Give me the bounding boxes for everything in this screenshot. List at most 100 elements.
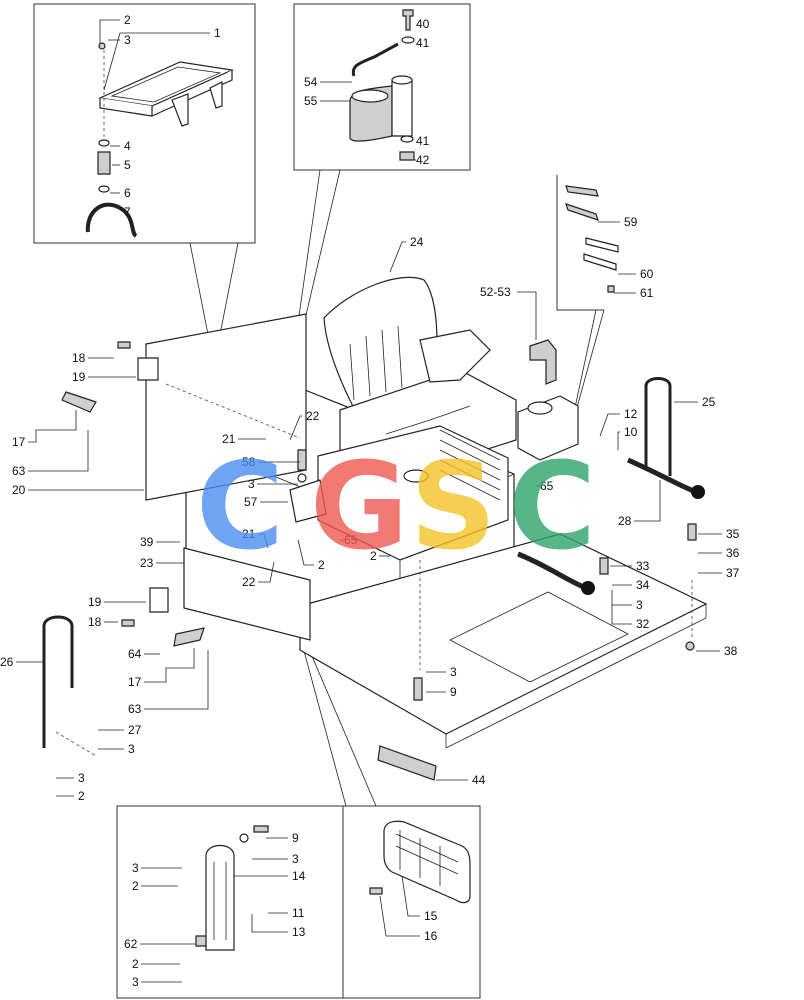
cover-15	[383, 820, 471, 904]
spring-54	[351, 42, 399, 77]
leader-c5253	[517, 291, 537, 340]
callout-c21a: 21	[222, 432, 236, 446]
callout-c57: 57	[244, 495, 258, 509]
washer-41-bottom	[400, 135, 414, 143]
callout-c2a: 2	[124, 13, 131, 27]
callout-c27: 27	[128, 723, 142, 737]
callout-c35: 35	[726, 527, 740, 541]
callout-c63b: 63	[128, 702, 142, 716]
callout-c6: 6	[124, 186, 131, 200]
callout-c1: 1	[214, 26, 221, 40]
bolt-9-main	[413, 677, 423, 701]
pad-59-b	[565, 203, 599, 221]
callout-c22b: 22	[242, 575, 256, 589]
callout-c41a: 41	[416, 36, 430, 50]
leader-c17b	[144, 648, 195, 683]
callout-c15: 15	[424, 909, 438, 923]
detail-frame-right	[556, 175, 604, 311]
leader-c1	[103, 32, 210, 91]
callout-c40: 40	[416, 17, 430, 31]
callout-c54: 54	[304, 75, 318, 89]
callout-c9a: 9	[450, 685, 457, 699]
latch-17-upper	[61, 391, 97, 413]
callout-c36: 36	[726, 546, 740, 560]
bracket-14	[205, 844, 235, 951]
callout-c17b: 17	[128, 675, 142, 689]
callout-c3d: 3	[128, 742, 135, 756]
callout-c18a: 18	[72, 351, 86, 365]
callout-c3b: 3	[636, 598, 643, 612]
callout-c64: 64	[128, 647, 142, 661]
callout-c60: 60	[640, 267, 654, 281]
watermark-letter: S	[410, 438, 496, 577]
handle-25	[644, 377, 672, 476]
callout-c33: 33	[636, 559, 650, 573]
callout-c3a: 3	[124, 33, 131, 47]
leader-c24	[389, 241, 406, 273]
callout-c38: 38	[724, 644, 738, 658]
bracket-57	[289, 479, 327, 523]
callout-c65b: 65	[344, 533, 358, 547]
callout-c20: 20	[12, 483, 26, 497]
callout-c3g: 3	[292, 852, 299, 866]
nut-38	[685, 641, 695, 651]
callout-c59: 59	[624, 215, 638, 229]
leader-c28	[634, 480, 661, 522]
latch-17-lower	[173, 627, 205, 647]
callout-c18b: 18	[88, 615, 102, 629]
armrest-tray	[97, 61, 235, 127]
callout-c3e: 3	[78, 771, 85, 785]
leader-c16	[379, 895, 420, 937]
callout-c32: 32	[636, 617, 650, 631]
callout-c5: 5	[124, 158, 131, 172]
bolt-18-lower	[121, 619, 135, 627]
leader-c17a	[28, 410, 77, 443]
hose-28	[626, 457, 697, 495]
handle-26	[42, 615, 74, 748]
callout-c22a: 22	[306, 409, 320, 423]
leader-c22b	[258, 561, 275, 583]
watermark-letter: G	[310, 438, 409, 577]
callout-c37: 37	[726, 566, 740, 580]
detail-frame-bottom	[116, 805, 481, 999]
callout-c3f: 3	[450, 665, 457, 679]
callout-c3h: 3	[132, 861, 139, 875]
callout-c2c: 2	[318, 558, 325, 572]
hinge-19-upper	[137, 357, 159, 381]
washer-3-seat	[297, 473, 307, 483]
callout-c2b: 2	[370, 549, 377, 563]
plate-60-a	[585, 237, 619, 253]
callout-c10: 10	[624, 425, 638, 439]
bolt-9-bottom	[253, 825, 269, 833]
knob-32	[581, 581, 595, 595]
callout-c24: 24	[410, 235, 424, 249]
bolt-33	[599, 557, 609, 575]
leader-c22a	[289, 415, 302, 441]
panel-23	[183, 547, 311, 641]
leader-c12	[599, 413, 620, 437]
callout-c19a: 19	[72, 370, 86, 384]
leader-c21b	[258, 533, 269, 549]
callout-c16: 16	[424, 929, 438, 943]
callout-c7: 7	[124, 205, 131, 219]
callout-c21b: 21	[242, 527, 256, 541]
bolt-35	[687, 523, 697, 541]
washer-4	[98, 139, 110, 147]
callout-c62: 62	[124, 937, 138, 951]
callout-c63a: 63	[12, 464, 26, 478]
callout-c19b: 19	[88, 595, 102, 609]
callout-c25: 25	[702, 395, 716, 409]
callout-c14: 14	[292, 869, 306, 883]
plate-60-b	[583, 253, 617, 271]
callout-c3c: 3	[248, 477, 255, 491]
callout-c41b: 41	[416, 134, 430, 148]
bracket-52-53	[529, 339, 557, 385]
leader-c15	[401, 875, 420, 917]
callout-c2d: 2	[78, 789, 85, 803]
hose-7	[85, 202, 138, 238]
callout-c2f: 2	[132, 957, 139, 971]
pin-62	[195, 935, 207, 947]
bolt-40	[402, 9, 414, 31]
